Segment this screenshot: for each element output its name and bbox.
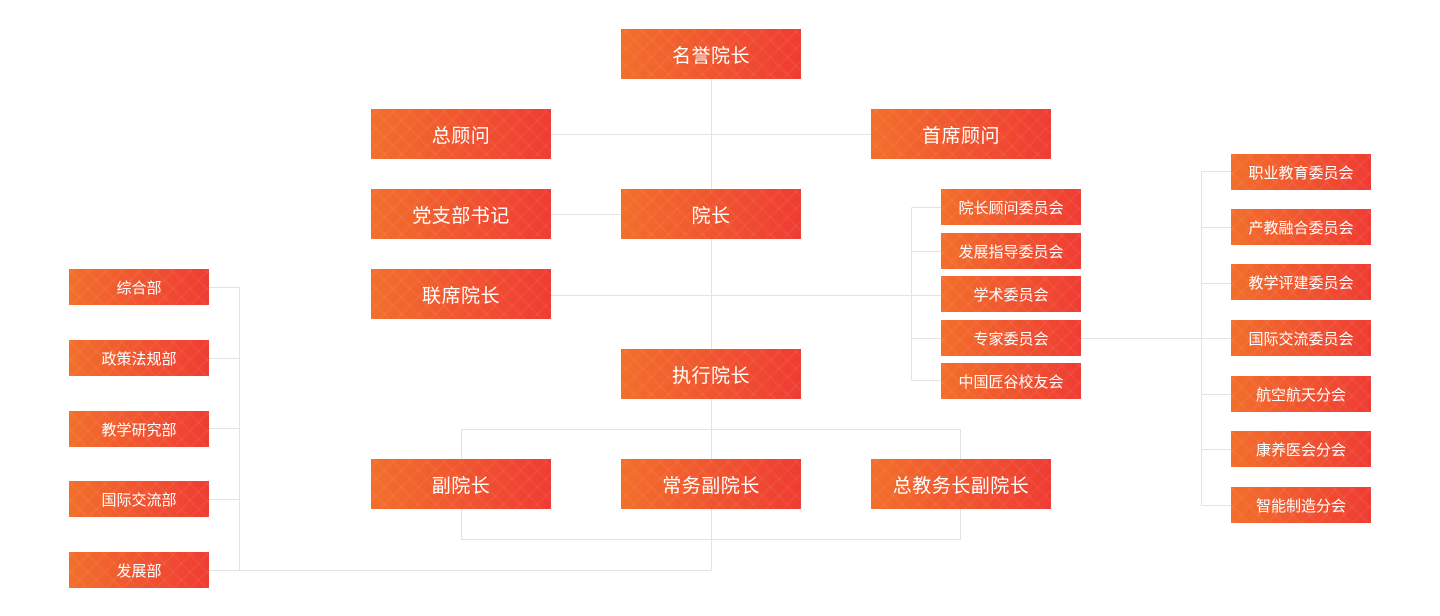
node-executive-president: 执行院长 [621,349,801,399]
node-sub-evaluation: 教学评建委员会 [1231,264,1371,300]
node-committee-expert: 专家委员会 [941,320,1081,356]
node-sub-industry: 产教融合委员会 [1231,209,1371,245]
node-committee-advisory: 院长顾问委员会 [941,189,1081,225]
node-dept-research: 教学研究部 [69,411,209,447]
node-chief-advisor: 首席顾问 [871,109,1051,159]
node-dept-general: 综合部 [69,269,209,305]
node-sub-aerospace: 航空航天分会 [1231,376,1371,412]
node-honorary-president: 名誉院长 [621,29,801,79]
node-general-advisor: 总顾问 [371,109,551,159]
node-dept-international: 国际交流部 [69,481,209,517]
node-committee-academic: 学术委员会 [941,276,1081,312]
node-sub-vocational: 职业教育委员会 [1231,154,1371,190]
node-president: 院长 [621,189,801,239]
node-vice-president: 副院长 [371,459,551,509]
node-executive-vice-president: 常务副院长 [621,459,801,509]
node-provost-vice-president: 总教务长副院长 [871,459,1051,509]
node-dept-development: 发展部 [69,552,209,588]
node-sub-international: 国际交流委员会 [1231,320,1371,356]
node-joint-president: 联席院长 [371,269,551,319]
node-sub-health: 康养医会分会 [1231,431,1371,467]
node-party-secretary: 党支部书记 [371,189,551,239]
node-sub-manufacturing: 智能制造分会 [1231,487,1371,523]
node-dept-policy: 政策法规部 [69,340,209,376]
node-committee-alumni: 中国匠谷校友会 [941,363,1081,399]
node-committee-development: 发展指导委员会 [941,233,1081,269]
